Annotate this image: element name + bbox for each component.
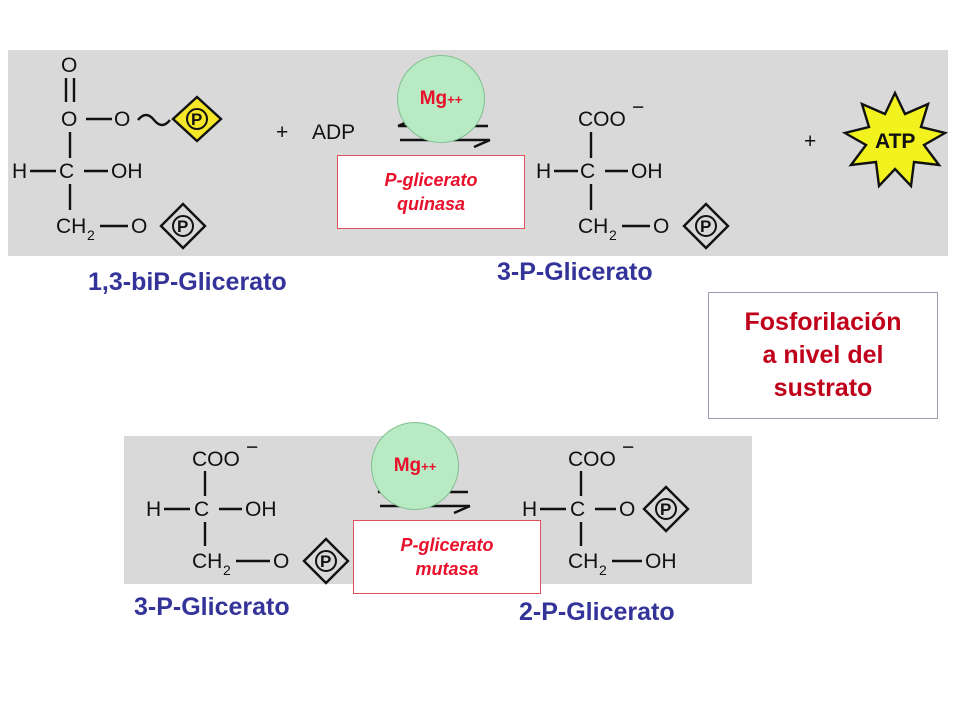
plus-sign: + [804, 130, 816, 153]
svg-text:−: − [622, 436, 634, 459]
atom-h: H [12, 160, 27, 183]
phosphate-diamond: P [159, 202, 207, 250]
callout-fosforilacion-sustrato: Fosforilación a nivel del sustrato [708, 292, 938, 419]
svg-text:2: 2 [599, 562, 607, 578]
label-3-p-glicerato-top: 3-P-Glicerato [497, 258, 653, 286]
svg-text:P: P [191, 110, 202, 129]
atom-o-carbonyl: O [61, 54, 77, 77]
svg-text:P: P [700, 217, 711, 236]
label-2-p-glicerato: 2-P-Glicerato [519, 598, 675, 626]
product-atp: + ATP [804, 90, 949, 189]
atom-c: C [570, 498, 585, 521]
svg-text:P: P [177, 217, 188, 236]
group-coo: COO [192, 448, 240, 471]
enzyme-box-mutasa: P-glicerato mutasa [353, 520, 541, 594]
atom-o-ester: O [61, 108, 77, 131]
molecule-3-p-glicerato-bottom: COO − H C OH CH 2 O P [146, 436, 350, 585]
atom-h: H [522, 498, 537, 521]
plus-sign: + [276, 121, 288, 144]
atom-o: O [619, 498, 635, 521]
group-oh: OH [645, 550, 677, 573]
atp-text: ATP [875, 130, 915, 153]
atom-o: O [131, 215, 147, 238]
atom-c: C [580, 160, 595, 183]
label-1-3-bip-glicerato: 1,3-biP-Glicerato [88, 268, 287, 296]
group-oh: OH [111, 160, 143, 183]
molecule-3-p-glicerato-top: COO − H C OH CH 2 O P [536, 96, 730, 250]
phosphate-diamond: P [302, 537, 350, 585]
label-3-p-glicerato-bottom: 3-P-Glicerato [134, 593, 290, 621]
group-coo: COO [568, 448, 616, 471]
svg-text:P: P [660, 500, 671, 519]
wavy-bond [137, 113, 171, 127]
enzyme-box-quinasa: P-glicerato quinasa [337, 155, 525, 229]
phosphate-diamond: P [682, 202, 730, 250]
atom-h: H [146, 498, 161, 521]
group-ch2: CH [192, 550, 222, 573]
svg-text:P: P [320, 552, 331, 571]
mg-ion-1: Mg++ [397, 55, 485, 143]
atom-c: C [194, 498, 209, 521]
phosphate-diamond: P [642, 485, 690, 533]
atom-o: O [653, 215, 669, 238]
svg-text:−: − [246, 436, 258, 459]
svg-text:2: 2 [87, 227, 95, 243]
atom-h: H [536, 160, 551, 183]
atp-star-burst [841, 90, 949, 189]
group-ch2: CH [568, 550, 598, 573]
mg-ion-2: Mg++ [371, 422, 459, 510]
molecule-1-3-bip-glicerato: O O O P H C OH CH 2 O P [12, 54, 223, 250]
svg-text:−: − [632, 96, 644, 119]
molecule-2-p-glicerato: COO − H C O P CH 2 OH [522, 436, 690, 578]
adp-text: ADP [312, 121, 355, 144]
atom-c: C [59, 160, 74, 183]
atom-o-anhydride: O [114, 108, 130, 131]
svg-text:2: 2 [223, 562, 231, 578]
phosphate-yellow-diamond: P [171, 95, 223, 143]
svg-text:2: 2 [609, 227, 617, 243]
atom-o: O [273, 550, 289, 573]
group-oh: OH [245, 498, 277, 521]
group-coo: COO [578, 108, 626, 131]
group-ch2: CH [578, 215, 608, 238]
group-ch2: CH [56, 215, 86, 238]
reactant-adp: + ADP [276, 121, 355, 144]
group-oh: OH [631, 160, 663, 183]
